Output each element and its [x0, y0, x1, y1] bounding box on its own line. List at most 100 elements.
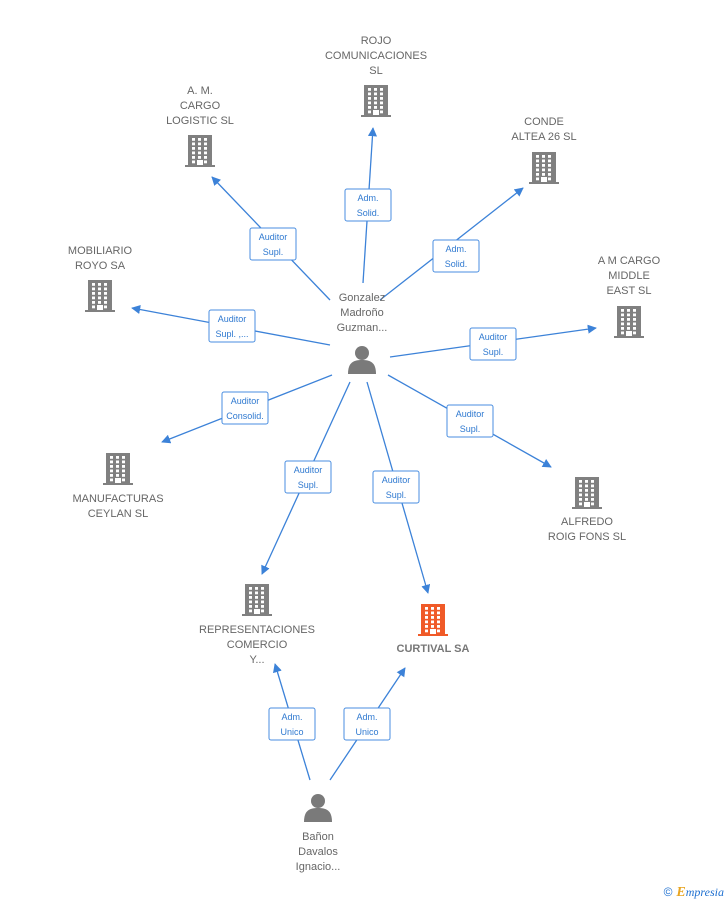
edge-label-text: Adm.: [356, 712, 377, 722]
edges-layer: [131, 127, 597, 781]
node-label-line: CEYLAN SL: [88, 508, 149, 520]
edge-label-text: Auditor: [382, 475, 411, 485]
node-representaciones[interactable]: REPRESENTACIONES COMERCIO Y...: [199, 584, 315, 666]
edge-label-box: [343, 707, 391, 741]
edge-label-text: Solid.: [357, 208, 380, 218]
edge-label-box: [268, 707, 316, 741]
edge-label-banon-to-representaciones[interactable]: Adm. Unico: [268, 707, 316, 741]
node-label-line: ROYO SA: [75, 260, 126, 272]
node-label-line: Ignacio...: [296, 861, 341, 873]
building-icon: [418, 604, 448, 636]
node-label-line: MOBILIARIO: [68, 245, 133, 257]
edge-label-box: [249, 227, 297, 261]
brand-name: mpresia: [685, 885, 724, 899]
node-label-line: ROIG FONS SL: [548, 531, 626, 543]
node-label-line: EAST SL: [606, 285, 651, 297]
edge-label-text: Auditor: [456, 409, 485, 419]
edge-label-text: Unico: [280, 727, 303, 737]
node-label-line: LOGISTIC SL: [166, 115, 234, 127]
node-label-line: SL: [369, 65, 382, 77]
edge-label-banon-to-curtival[interactable]: Adm. Unico: [343, 707, 391, 741]
edge-label-text: Auditor: [231, 396, 260, 406]
edge-label-text: Supl.: [263, 247, 284, 257]
edge-label-text: Auditor: [259, 232, 288, 242]
edge-label-box: [284, 460, 332, 494]
edge-label-text: Supl.: [298, 480, 319, 490]
building-icon: [242, 584, 272, 616]
node-manufacturas[interactable]: MANUFACTURAS CEYLAN SL: [72, 453, 164, 520]
edge-label-text: Auditor: [479, 332, 508, 342]
edge-label-text: Supl. ,...: [215, 329, 248, 339]
node-label-line: CURTIVAL SA: [397, 643, 470, 655]
building-icon: [572, 477, 602, 509]
node-label-line: MANUFACTURAS: [72, 493, 163, 505]
edge-label-text: Unico: [355, 727, 378, 737]
edge-label-text: Adm.: [281, 712, 302, 722]
edge-label-box: [469, 327, 517, 361]
node-label-line: ALTEA 26 SL: [511, 131, 576, 143]
edge-labels-layer: Adm.Solid.AuditorSupl.Adm.Solid.AuditorS…: [208, 188, 517, 741]
building-icon: [361, 85, 391, 117]
node-alfredo[interactable]: ALFREDO ROIG FONS SL: [548, 477, 626, 543]
building-icon: [614, 306, 644, 338]
node-label-line: Gonzalez: [339, 292, 385, 304]
edge-label-box: [432, 239, 480, 273]
node-label-line: COMUNICACIONES: [325, 50, 427, 62]
node-label-line: Bañon: [302, 831, 334, 843]
edge-label-box: [446, 404, 494, 438]
edge-label-text: Adm.: [357, 193, 378, 203]
edge-label-text: Supl.: [386, 490, 407, 500]
edge-label-gonzalez-to-rojo[interactable]: Adm. Solid.: [344, 188, 392, 222]
node-label-line: Y...: [249, 654, 264, 666]
edge-label-text: Adm.: [445, 244, 466, 254]
edge-label-box: [344, 188, 392, 222]
node-label-line: ALFREDO: [561, 516, 613, 528]
copyright-symbol: ©: [663, 885, 673, 899]
node-label-line: ROJO: [361, 35, 392, 47]
node-amcargo_logistic[interactable]: A. M. CARGO LOGISTIC SL: [166, 85, 234, 167]
person-icon: [348, 346, 376, 374]
brand-initial: E: [676, 885, 686, 900]
edge-label-box: [208, 309, 256, 343]
node-gonzalez[interactable]: GonzalezMadroñoGuzman...: [337, 292, 388, 374]
node-label-line: CONDE: [524, 116, 564, 128]
node-conde[interactable]: CONDE ALTEA 26 SL: [511, 116, 577, 184]
node-mobiliario[interactable]: MOBILIARIO ROYO SA: [68, 245, 133, 312]
node-label-line: REPRESENTACIONES: [199, 624, 315, 636]
edge-label-gonzalez-to-conde[interactable]: Adm. Solid.: [432, 239, 480, 273]
node-label-line: Guzman...: [337, 322, 388, 334]
edge-label-text: Auditor: [294, 465, 323, 475]
building-icon: [85, 280, 115, 312]
edge-label-box: [221, 391, 269, 425]
node-label-line: A. M.: [187, 85, 213, 97]
edge-label-text: Consolid.: [226, 411, 264, 421]
edge-label-box: [372, 470, 420, 504]
node-label-line: Madroño: [340, 307, 383, 319]
nodes-layer: ROJO COMUNICACIONES SL A. M. CARGO LOGISTIC S…: [68, 35, 661, 873]
footer-brand[interactable]: ©Empresia: [664, 885, 724, 901]
node-banon[interactable]: BañonDavalosIgnacio...: [296, 794, 341, 873]
node-curtival[interactable]: CURTIVAL SA: [397, 604, 470, 655]
building-icon: [185, 135, 215, 167]
person-icon: [304, 794, 332, 822]
edge-label-text: Solid.: [445, 259, 468, 269]
edge-label-text: Supl.: [483, 347, 504, 357]
node-label-line: COMERCIO: [227, 639, 288, 651]
building-icon: [103, 453, 133, 485]
edge-label-text: Auditor: [218, 314, 247, 324]
node-label-line: CARGO: [180, 100, 221, 112]
node-rojo[interactable]: ROJO COMUNICACIONES SL: [325, 35, 427, 117]
edge-label-text: Supl.: [460, 424, 481, 434]
building-icon: [529, 152, 559, 184]
node-label-line: A M CARGO: [598, 255, 661, 267]
node-label-line: Davalos: [298, 846, 338, 858]
